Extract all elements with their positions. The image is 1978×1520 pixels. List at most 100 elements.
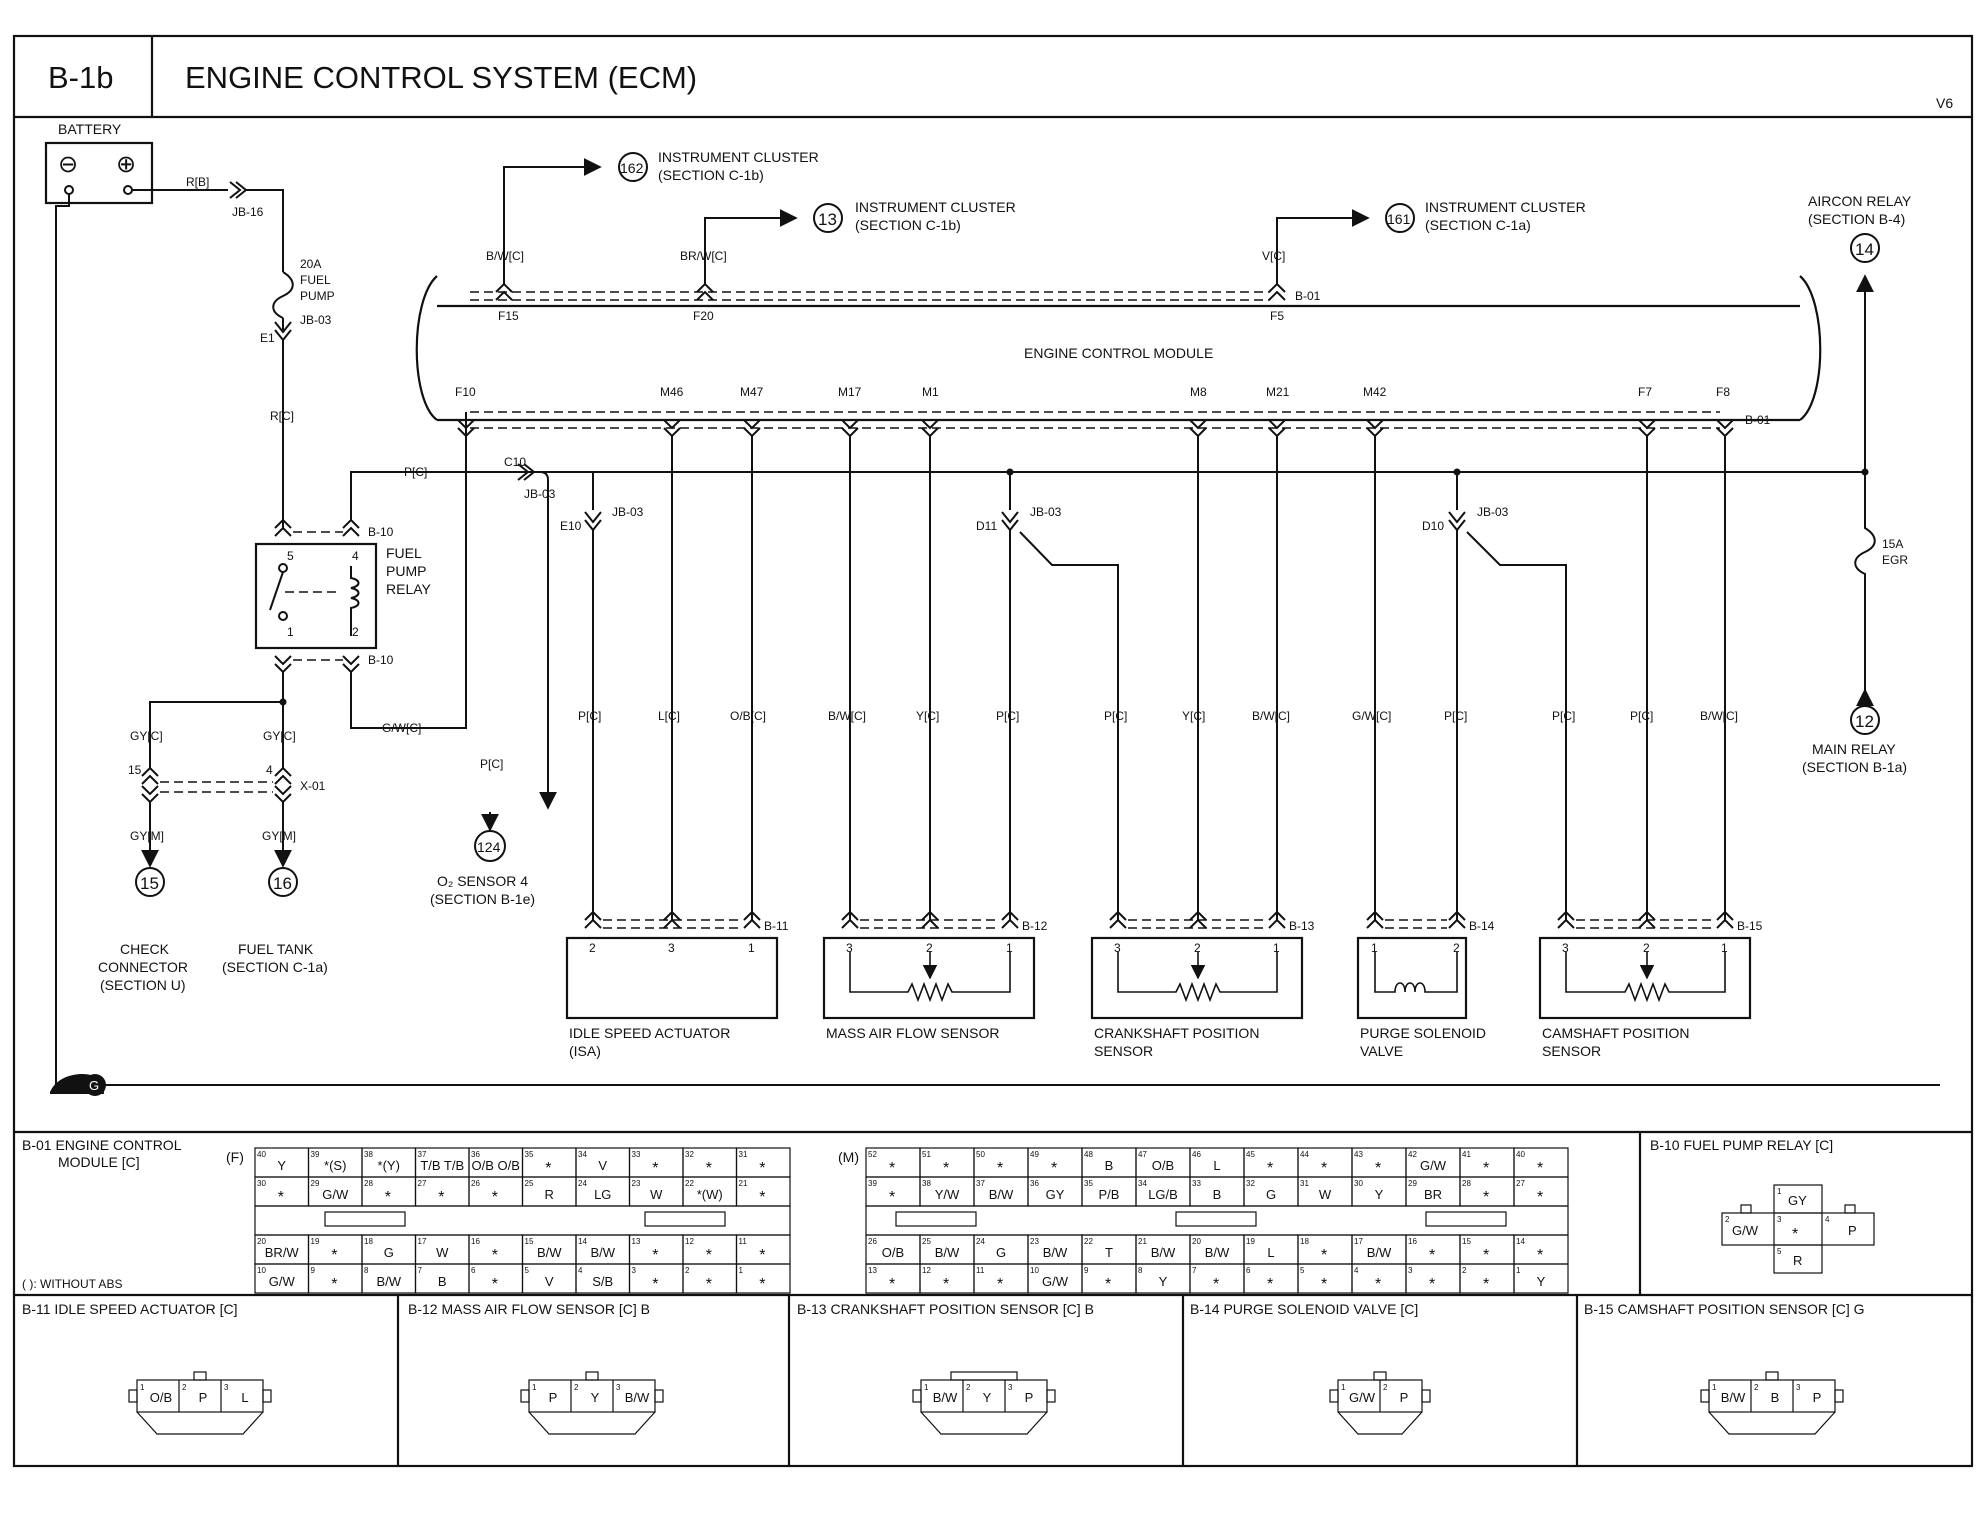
- svg-text:30: 30: [257, 1179, 266, 1188]
- component-label: MASS AIR FLOW SENSOR: [826, 1025, 999, 1041]
- svg-text:JB-03: JB-03: [612, 505, 644, 519]
- svg-text:E10: E10: [560, 519, 582, 533]
- component-label: IDLE SPEED ACTUATOR: [569, 1025, 730, 1041]
- connector-cell: 3*: [1405, 1263, 1461, 1294]
- svg-text:O/B O/B: O/B O/B: [472, 1158, 520, 1173]
- ecm-connector-title: B-01 ENGINE CONTROL: [22, 1137, 182, 1153]
- svg-text:B/W: B/W: [989, 1187, 1014, 1202]
- svg-text:V: V: [598, 1158, 607, 1173]
- svg-text:14: 14: [1855, 240, 1874, 259]
- svg-text:JB-03: JB-03: [1030, 505, 1062, 519]
- svg-text:L: L: [241, 1390, 248, 1405]
- svg-text:20: 20: [257, 1237, 266, 1246]
- connector-cell: 28*: [1459, 1176, 1515, 1207]
- svg-text:3: 3: [632, 1266, 637, 1275]
- svg-text:*: *: [492, 1276, 498, 1293]
- svg-text:*: *: [706, 1276, 712, 1293]
- svg-text:3: 3: [224, 1383, 229, 1392]
- svg-text:INSTRUMENT CLUSTER: INSTRUMENT CLUSTER: [1425, 199, 1586, 215]
- b15-connector-title: B-15 CAMSHAFT POSITION SENSOR [C] G: [1584, 1301, 1865, 1317]
- pin-number: 1: [748, 941, 755, 955]
- svg-text:*: *: [1483, 1160, 1489, 1177]
- svg-text:*: *: [1537, 1160, 1543, 1177]
- svg-text:13: 13: [818, 210, 837, 229]
- connector-cell: 19*: [307, 1234, 363, 1265]
- battery: [44, 141, 154, 205]
- svg-text:41: 41: [1462, 1150, 1471, 1159]
- svg-text:*(Y): *(Y): [378, 1158, 400, 1173]
- b10-connector-title: B-10 FUEL PUMP RELAY [C]: [1650, 1137, 1833, 1153]
- pin-number: 1: [1371, 941, 1378, 955]
- svg-text:6: 6: [471, 1266, 476, 1275]
- ecm-connector-face: 52*51*50*49*48B47O/B46L45*44*43*42G/W41*…: [865, 1147, 1569, 1294]
- svg-text:(SECTION C-1a): (SECTION C-1a): [222, 959, 328, 975]
- svg-text:6: 6: [1246, 1266, 1251, 1275]
- svg-text:Y: Y: [277, 1158, 286, 1173]
- svg-text:*: *: [385, 1189, 391, 1206]
- svg-text:B/W[C]: B/W[C]: [828, 709, 866, 723]
- svg-text:15: 15: [1462, 1237, 1471, 1246]
- svg-text:GY[C]: GY[C]: [263, 729, 296, 743]
- svg-text:*: *: [1051, 1160, 1057, 1177]
- svg-text:*: *: [706, 1247, 712, 1264]
- svg-text:P[C]: P[C]: [404, 465, 427, 479]
- svg-text:Y/W: Y/W: [935, 1187, 960, 1202]
- svg-text:R: R: [1793, 1253, 1802, 1268]
- svg-text:*: *: [1483, 1189, 1489, 1206]
- connector-cell: 27*: [414, 1176, 470, 1207]
- svg-text:JB-03: JB-03: [300, 313, 332, 327]
- svg-text:50: 50: [976, 1150, 985, 1159]
- svg-text:V[C]: V[C]: [1262, 249, 1285, 263]
- svg-text:(SECTION B-1a): (SECTION B-1a): [1802, 759, 1907, 775]
- connector-cell: 15*: [1459, 1234, 1515, 1265]
- svg-text:*: *: [1105, 1276, 1111, 1293]
- svg-text:*: *: [1375, 1276, 1381, 1293]
- component-label: CAMSHAFT POSITION: [1542, 1025, 1690, 1041]
- svg-text:2: 2: [182, 1383, 187, 1392]
- connector-cell: 23W: [628, 1176, 684, 1207]
- connector-cell: 30Y: [1351, 1176, 1407, 1207]
- svg-text:49: 49: [1030, 1150, 1039, 1159]
- svg-text:B: B: [1105, 1158, 1114, 1173]
- svg-text:G: G: [1266, 1187, 1276, 1202]
- svg-text:GY[C]: GY[C]: [130, 729, 163, 743]
- svg-text:2: 2: [1383, 1383, 1388, 1392]
- connector-cell: 25R: [521, 1176, 577, 1207]
- connector-cell: 15B/W: [521, 1234, 577, 1265]
- svg-text:(SECTION C-1b): (SECTION C-1b): [855, 217, 961, 233]
- connector-cell: 1Y: [1513, 1263, 1569, 1294]
- svg-text:9: 9: [1084, 1266, 1089, 1275]
- svg-text:C10: C10: [504, 455, 526, 469]
- svg-text:15: 15: [128, 763, 142, 777]
- svg-text:*: *: [889, 1276, 895, 1293]
- svg-text:1: 1: [1516, 1266, 1521, 1275]
- svg-text:7: 7: [418, 1266, 423, 1275]
- b14-connector-title: B-14 PURGE SOLENOID VALVE [C]: [1190, 1301, 1418, 1317]
- svg-text:*: *: [943, 1276, 949, 1293]
- svg-text:32: 32: [1246, 1179, 1255, 1188]
- svg-text:W: W: [650, 1187, 663, 1202]
- connector-cell: 2*: [1459, 1263, 1515, 1294]
- svg-text:18: 18: [364, 1237, 373, 1246]
- svg-text:*: *: [1429, 1247, 1435, 1264]
- connector-cell: 32G: [1243, 1176, 1299, 1207]
- connector-cell: 22T: [1081, 1234, 1137, 1265]
- connector-cell: 52*: [865, 1147, 921, 1178]
- svg-text:*: *: [1375, 1160, 1381, 1177]
- svg-text:M21: M21: [1266, 385, 1290, 399]
- svg-text:27: 27: [418, 1179, 427, 1188]
- svg-text:L: L: [1267, 1245, 1274, 1260]
- connector-cell: 33B: [1189, 1176, 1245, 1207]
- pin-number: 2: [1643, 941, 1650, 955]
- svg-text:34: 34: [1138, 1179, 1147, 1188]
- svg-text:R[B]: R[B]: [186, 175, 209, 189]
- connector-cell: 20B/W: [1189, 1234, 1245, 1265]
- svg-text:5: 5: [525, 1266, 530, 1275]
- svg-text:20: 20: [1192, 1237, 1201, 1246]
- svg-text:INSTRUMENT CLUSTER: INSTRUMENT CLUSTER: [855, 199, 1016, 215]
- svg-text:GY: GY: [1788, 1193, 1807, 1208]
